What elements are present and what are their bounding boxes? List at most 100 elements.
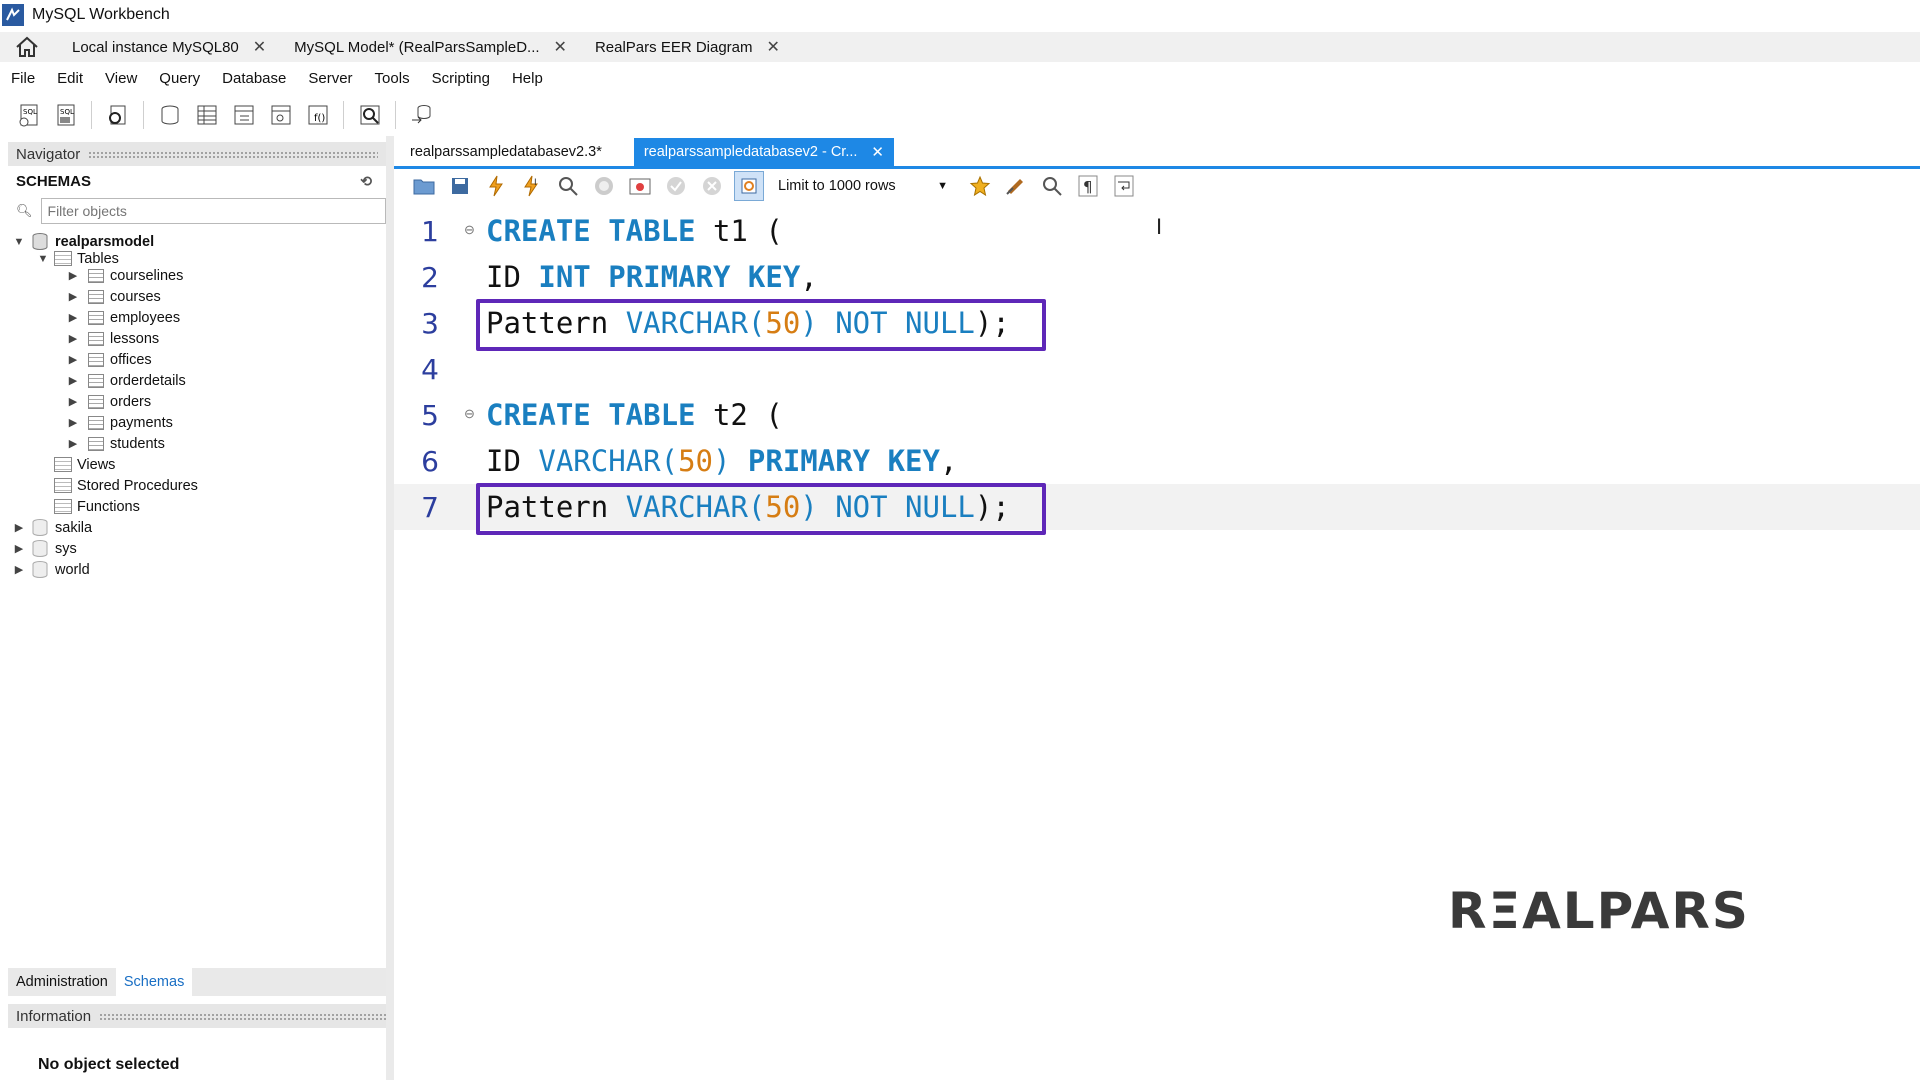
find-icon[interactable] xyxy=(1038,172,1066,200)
expand-arrow-icon[interactable]: ▶ xyxy=(68,396,78,408)
reconnect-icon[interactable] xyxy=(407,100,437,130)
line-number: 4 xyxy=(421,352,439,386)
tree-stored-procedures[interactable]: Stored Procedures xyxy=(50,475,198,496)
search-icon: 🔍︎ xyxy=(16,203,33,218)
close-icon[interactable]: ✕ xyxy=(252,39,267,56)
schema-sakila[interactable]: ▶sakila xyxy=(12,517,92,538)
expand-arrow-icon[interactable]: ▶ xyxy=(68,417,78,429)
tree-tables[interactable]: ▼ Tables xyxy=(36,248,119,269)
open-folder-icon[interactable] xyxy=(410,172,438,200)
expand-arrow-icon[interactable]: ▶ xyxy=(68,312,78,324)
close-icon[interactable]: ✕ xyxy=(871,144,884,161)
autocommit-toggle-icon[interactable] xyxy=(734,171,764,201)
stop-icon[interactable] xyxy=(590,172,618,200)
close-icon[interactable]: ✕ xyxy=(553,39,567,56)
create-schema-icon[interactable] xyxy=(155,100,185,130)
create-table-icon[interactable] xyxy=(192,100,222,130)
code-token: ); xyxy=(974,490,1010,524)
code-line[interactable]: 4 xyxy=(394,346,1920,392)
word-wrap-icon[interactable] xyxy=(1110,172,1138,200)
expand-arrow-icon[interactable]: ▶ xyxy=(68,438,78,450)
menu-scripting[interactable]: Scripting xyxy=(431,69,490,87)
add-snippet-icon[interactable] xyxy=(966,172,994,200)
create-function-icon[interactable]: f() xyxy=(303,100,333,130)
expand-arrow-icon[interactable]: ▶ xyxy=(68,354,78,366)
table-item[interactable]: ▶courselines xyxy=(66,265,184,286)
execute-icon[interactable] xyxy=(482,172,510,200)
svg-text:f(): f() xyxy=(314,113,325,124)
doc-tab-eer-diagram[interactable]: RealPars EER Diagram✕ xyxy=(576,32,790,62)
new-sql-tab-icon[interactable]: SQL xyxy=(14,100,44,130)
menu-bar: File Edit View Query Database Server Too… xyxy=(0,64,1920,92)
expand-arrow-icon[interactable]: ▶ xyxy=(68,270,78,282)
menu-tools[interactable]: Tools xyxy=(374,69,410,87)
tree-functions[interactable]: Functions xyxy=(50,496,140,517)
refresh-icon[interactable]: ⟲ xyxy=(360,172,372,189)
schema-sys[interactable]: ▶sys xyxy=(12,538,77,559)
commit-icon[interactable] xyxy=(662,172,690,200)
schema-world[interactable]: ▶world xyxy=(12,559,90,580)
tab-schemas[interactable]: Schemas xyxy=(115,968,193,996)
rollback-icon[interactable] xyxy=(698,172,726,200)
beautify-icon[interactable] xyxy=(1002,172,1030,200)
open-sql-script-icon[interactable]: SQL xyxy=(51,100,81,130)
table-item[interactable]: ▶students xyxy=(66,433,165,454)
table-item[interactable]: ▶offices xyxy=(66,349,152,370)
inspector-icon[interactable] xyxy=(103,100,133,130)
menu-help[interactable]: Help xyxy=(511,69,543,87)
fold-toggle-icon[interactable]: ⊖ xyxy=(464,406,475,421)
table-item[interactable]: ▶lessons xyxy=(66,328,159,349)
menu-view[interactable]: View xyxy=(105,69,138,87)
database-icon xyxy=(32,519,48,536)
menu-query[interactable]: Query xyxy=(159,69,201,87)
invisible-chars-icon[interactable]: ¶ xyxy=(1074,172,1102,200)
doc-tab-model[interactable]: MySQL Model* (RealParsSampleD... ✕ xyxy=(276,32,577,62)
expand-arrow-icon[interactable]: ▶ xyxy=(68,375,78,387)
menu-server[interactable]: Server xyxy=(308,69,353,87)
expand-arrow-icon[interactable]: ▶ xyxy=(14,543,24,555)
expand-arrow-icon[interactable]: ▶ xyxy=(14,522,24,534)
limit-rows-select[interactable]: Limit to 1000 rows▼ xyxy=(778,178,948,194)
close-icon[interactable]: ✕ xyxy=(766,39,780,56)
menu-file[interactable]: File xyxy=(11,69,36,87)
table-item[interactable]: ▶orderdetails xyxy=(66,370,186,391)
editor-tab-active[interactable]: realparssampledatabasev2 - Cr...✕ xyxy=(633,138,894,166)
expand-arrow-icon[interactable]: ▶ xyxy=(68,333,78,345)
home-icon[interactable] xyxy=(0,32,54,62)
doc-tab-label: MySQL Model* (RealParsSampleD... xyxy=(294,38,540,56)
collapse-arrow-icon[interactable]: ▼ xyxy=(37,252,49,265)
code-token: ) NOT NULL xyxy=(800,306,975,340)
collapse-arrow-icon[interactable]: ▼ xyxy=(13,235,25,248)
create-procedure-icon[interactable] xyxy=(266,100,296,130)
execute-current-icon[interactable]: I xyxy=(518,172,546,200)
tab-administration[interactable]: Administration xyxy=(16,974,108,990)
explain-icon[interactable] xyxy=(554,172,582,200)
table-item[interactable]: ▶payments xyxy=(66,412,173,433)
toolbar-separator xyxy=(343,101,344,129)
table-item[interactable]: ▶orders xyxy=(66,391,151,412)
schema-realparsmodel[interactable]: ▼ realparsmodel xyxy=(12,231,154,252)
menu-edit[interactable]: Edit xyxy=(57,69,84,87)
search-table-data-icon[interactable] xyxy=(355,100,385,130)
table-item[interactable]: ▶courses xyxy=(66,286,161,307)
panel-splitter[interactable] xyxy=(386,136,394,1080)
editor-tab-script[interactable]: realparssampledatabasev2.3* xyxy=(400,138,612,166)
doc-tab-local-instance[interactable]: Local instance MySQL80✕ xyxy=(54,32,277,62)
expand-arrow-icon[interactable]: ▶ xyxy=(68,291,78,303)
fold-toggle-icon[interactable]: ⊖ xyxy=(464,222,475,237)
expand-arrow-icon[interactable]: ▶ xyxy=(14,564,24,576)
table-item[interactable]: ▶employees xyxy=(66,307,180,328)
filter-objects-input[interactable] xyxy=(40,198,386,224)
toggle-output-icon[interactable] xyxy=(626,172,654,200)
save-icon[interactable] xyxy=(446,172,474,200)
tree-views[interactable]: Views xyxy=(50,454,115,475)
menu-database[interactable]: Database xyxy=(222,69,287,87)
create-view-icon[interactable] xyxy=(229,100,259,130)
